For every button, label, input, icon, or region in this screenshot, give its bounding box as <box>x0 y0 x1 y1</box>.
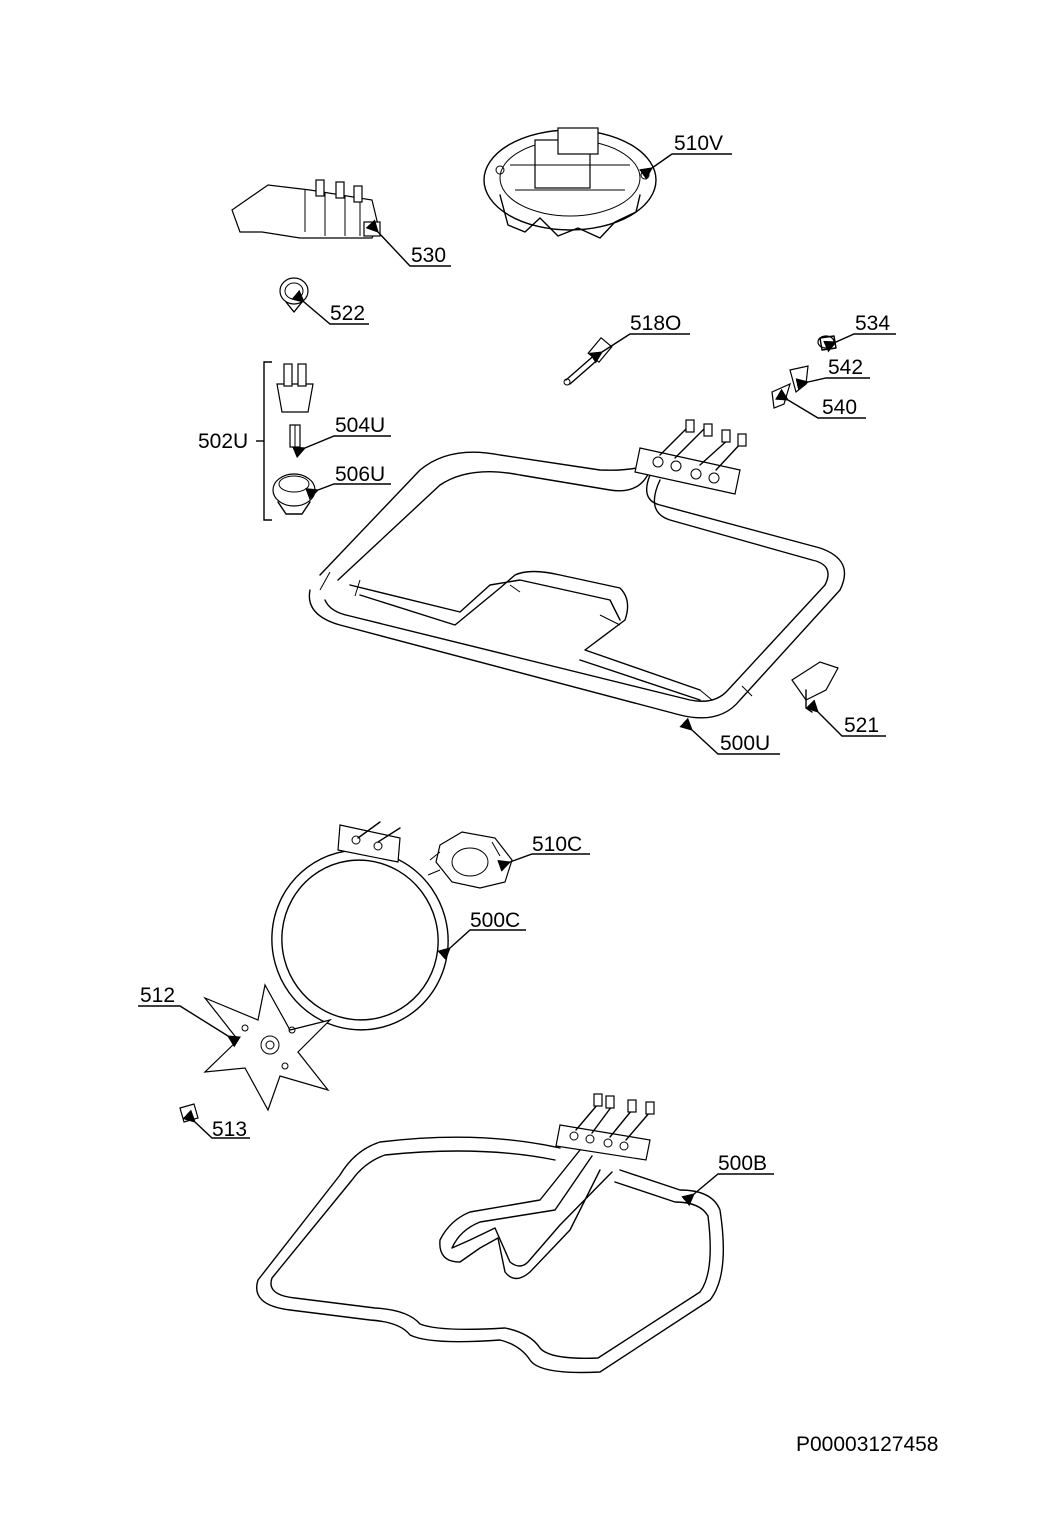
part-530-switch-block <box>231 179 381 239</box>
document-code: P00003127458 <box>796 1433 939 1456</box>
part-500c-circular-element <box>271 821 449 1031</box>
label-534: 534 <box>855 312 890 335</box>
label-530: 530 <box>411 244 446 267</box>
label-500u: 500U <box>720 732 770 755</box>
callout-506u: 506U <box>305 463 391 500</box>
label-510c: 510C <box>532 833 582 856</box>
callout-513: 513 <box>182 1109 250 1141</box>
callout-534: 534 <box>823 312 896 353</box>
part-512-fan-blade <box>203 983 332 1112</box>
label-510v: 510V <box>674 132 723 155</box>
callout-510v: 510V <box>639 132 732 180</box>
label-512: 512 <box>140 984 175 1007</box>
part-542-clip <box>789 365 809 394</box>
part-502u-lamp-assembly <box>256 361 316 521</box>
label-540: 540 <box>822 396 857 419</box>
label-500c: 500C <box>470 909 520 932</box>
callout-530: 530 <box>365 219 451 267</box>
part-540-clip <box>771 382 791 409</box>
callout-500c: 500C <box>437 909 526 961</box>
label-504u: 504U <box>335 414 385 437</box>
callout-540: 540 <box>775 388 866 419</box>
label-521: 521 <box>844 714 879 737</box>
part-522-ring <box>279 277 309 313</box>
part-521-bracket <box>791 661 839 713</box>
part-500u-upper-element <box>308 419 846 719</box>
label-518o: 518O <box>630 312 681 335</box>
label-502u: 502U <box>198 430 248 453</box>
label-500b: 500B <box>718 1152 767 1175</box>
callout-522: 522 <box>291 289 369 325</box>
callout-521: 521 <box>805 699 886 737</box>
callout-518o: 518O <box>589 312 690 364</box>
callout-500b: 500B <box>681 1152 774 1207</box>
part-518o-sensor <box>563 336 613 386</box>
callout-512: 512 <box>138 984 241 1048</box>
callout-500u: 500U <box>679 717 780 755</box>
label-542: 542 <box>828 356 863 379</box>
label-522: 522 <box>330 302 365 325</box>
part-510c-fan-motor <box>427 831 513 889</box>
part-534-cap <box>817 335 837 351</box>
callout-542: 542 <box>795 356 870 391</box>
label-513: 513 <box>212 1118 247 1141</box>
part-513-nut <box>179 1103 199 1123</box>
label-506u: 506U <box>335 463 385 486</box>
part-500b-lower-element <box>256 1093 724 1374</box>
part-510v-fan-motor <box>483 127 657 239</box>
callout-502u: 502U <box>198 430 248 453</box>
callout-510c: 510C <box>497 833 590 872</box>
callout-504u: 504U <box>292 414 391 459</box>
